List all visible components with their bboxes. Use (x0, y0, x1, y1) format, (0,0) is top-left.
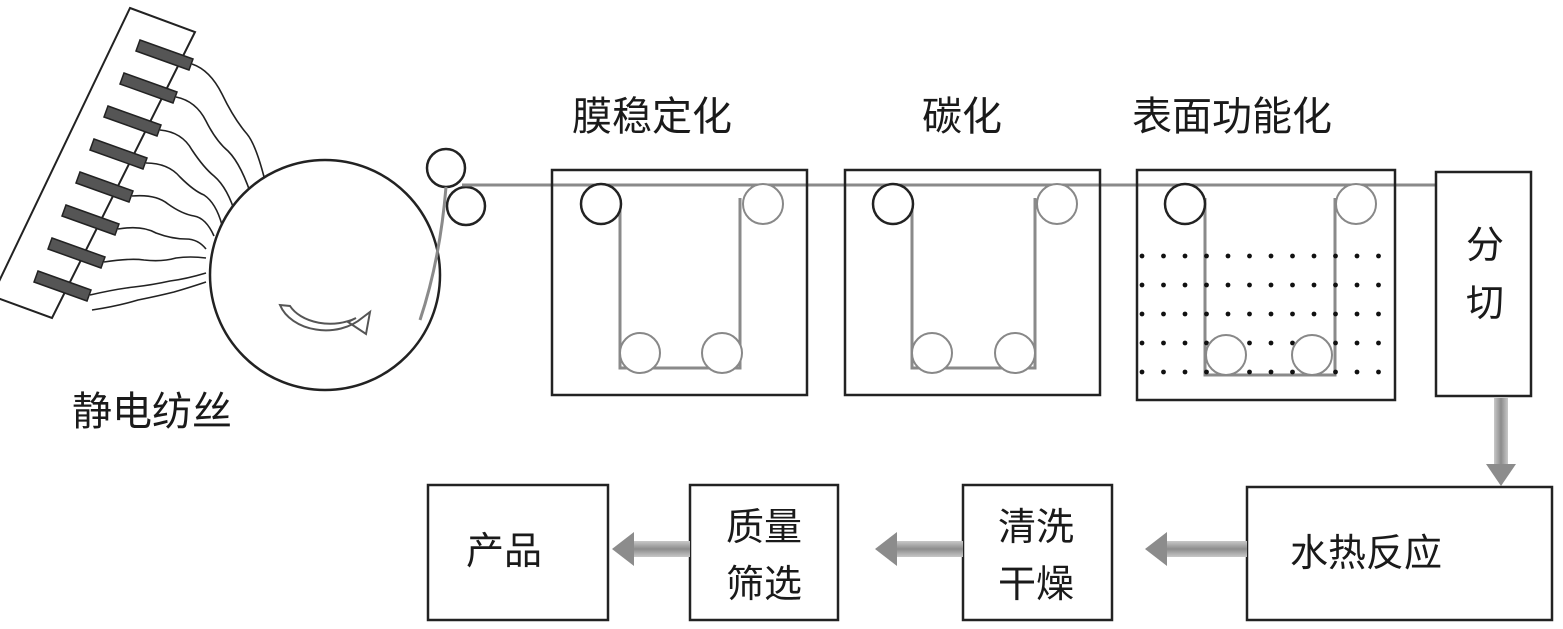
reaction-dot (1226, 254, 1231, 259)
arrow-left-3 (612, 532, 690, 566)
hydrothermal-box: 水热反应 (1247, 487, 1552, 620)
cutting-box: 分 切 (1436, 172, 1531, 396)
reaction-dot (1355, 254, 1360, 259)
reaction-dot (1269, 283, 1274, 288)
cutting-label-1: 分 (1466, 223, 1504, 267)
arrow-left-2 (875, 532, 963, 566)
reaction-dot (1161, 341, 1166, 346)
reaction-dot (1355, 312, 1360, 317)
reaction-dot (1183, 254, 1188, 259)
electrospinning-label: 静电纺丝 (72, 389, 232, 435)
arrow-down (1486, 398, 1516, 486)
reaction-dot (1161, 254, 1166, 259)
reaction-dot (1290, 370, 1295, 375)
reaction-dot (1140, 370, 1145, 375)
reaction-dot (1290, 312, 1295, 317)
collector-drum (210, 160, 440, 390)
reaction-dot (1269, 341, 1274, 346)
reaction-dot (1161, 312, 1166, 317)
reaction-dot (1140, 283, 1145, 288)
reaction-dot (1355, 283, 1360, 288)
reaction-dot (1140, 341, 1145, 346)
screening-box: 质量 筛选 (690, 485, 838, 620)
functionalization-label: 表面功能化 (1132, 94, 1332, 140)
washing-label-1: 清洗 (998, 505, 1074, 549)
arrow-left-1 (1145, 532, 1247, 566)
reaction-dot (1290, 254, 1295, 259)
reaction-dot (1312, 283, 1317, 288)
carbonization-label: 碳化 (922, 94, 1002, 140)
reaction-dot (1226, 312, 1231, 317)
reaction-dot (1355, 341, 1360, 346)
hydrothermal-label: 水热反应 (1290, 531, 1442, 575)
reaction-dot (1269, 370, 1274, 375)
washing-box: 清洗 干燥 (963, 485, 1112, 620)
reaction-dot (1204, 370, 1209, 375)
reaction-dot (1376, 341, 1381, 346)
reaction-dot (1376, 312, 1381, 317)
reaction-dot (1376, 283, 1381, 288)
reaction-dot (1226, 283, 1231, 288)
reaction-dot (1204, 312, 1209, 317)
reaction-dot (1140, 254, 1145, 259)
reaction-dot (1161, 283, 1166, 288)
reaction-dot (1247, 254, 1252, 259)
reaction-dot (1140, 312, 1145, 317)
reaction-dot (1333, 254, 1338, 259)
product-label: 产品 (466, 529, 542, 573)
reaction-dot (1290, 283, 1295, 288)
reaction-dot (1161, 370, 1166, 375)
reaction-dot (1247, 370, 1252, 375)
reaction-dot (1269, 254, 1274, 259)
reaction-dot (1183, 283, 1188, 288)
reaction-dot (1204, 283, 1209, 288)
reaction-dot (1183, 370, 1188, 375)
reaction-dot (1204, 254, 1209, 259)
reaction-dot (1247, 283, 1252, 288)
reaction-dot (1333, 312, 1338, 317)
reaction-dot (1376, 254, 1381, 259)
cutting-label-2: 切 (1466, 281, 1504, 325)
reaction-dot (1376, 370, 1381, 375)
stabilization-tank: 膜稳定化 (552, 94, 807, 395)
electrospinning-unit: 静电纺丝 (0, 8, 440, 435)
reaction-dot (1333, 370, 1338, 375)
product-box: 产品 (428, 485, 608, 620)
stabilization-label: 膜稳定化 (572, 94, 732, 140)
screening-label-1: 质量 (726, 505, 802, 549)
reaction-dot (1355, 370, 1360, 375)
reaction-dot (1333, 341, 1338, 346)
washing-label-2: 干燥 (998, 562, 1074, 606)
reaction-dot (1312, 312, 1317, 317)
reaction-dots (1140, 254, 1381, 375)
reaction-dot (1269, 312, 1274, 317)
reaction-dot (1333, 283, 1338, 288)
carbonization-tank: 碳化 (845, 94, 1100, 395)
screening-label-2: 筛选 (726, 562, 802, 606)
reaction-dot (1183, 341, 1188, 346)
functionalization-tank: 表面功能化 (1132, 94, 1395, 400)
reaction-dot (1247, 312, 1252, 317)
reaction-dot (1183, 312, 1188, 317)
reaction-dot (1312, 254, 1317, 259)
feed-rollers (427, 149, 485, 225)
reaction-dot (1247, 341, 1252, 346)
